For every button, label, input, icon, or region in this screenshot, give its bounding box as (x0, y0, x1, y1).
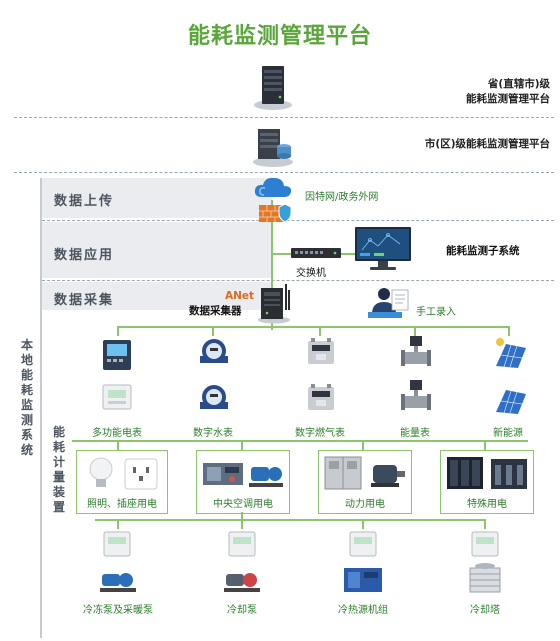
data-center-icon (489, 457, 529, 491)
hvac-branch (362, 519, 364, 529)
din-meter-icon (101, 382, 133, 412)
cloud-icon (252, 173, 294, 201)
meter-drop (117, 326, 119, 336)
zone-upload (42, 178, 272, 218)
energy-meter-icon (401, 378, 431, 416)
meter-drop (319, 326, 321, 336)
meter-drop (508, 326, 510, 336)
province-label-line1: 省(直辖市)级 (487, 78, 550, 90)
category-label: 中央空调用电 (213, 499, 273, 510)
meter-bus (117, 326, 509, 328)
meter-drop (212, 326, 214, 336)
din-meter-icon (102, 530, 132, 558)
category-hvac-box: 中央空调用电 (196, 450, 290, 514)
monitor-icon (354, 226, 412, 272)
server-rack-icon (445, 455, 485, 491)
meter-label: 数字水表 (193, 428, 233, 439)
zone-upload-label: 数据上传 (54, 194, 115, 209)
zone-collection (42, 282, 272, 310)
main-trunk-line (271, 200, 273, 330)
manual-entry-label: 手工录入 (416, 307, 456, 318)
category-label: 动力用电 (345, 499, 385, 510)
manual-entry-icon (366, 286, 412, 320)
zone-collection-label: 数据采集 (54, 293, 115, 308)
monitor-link (341, 253, 355, 255)
cooling-tower-icon (466, 560, 504, 596)
category-bus (72, 440, 528, 442)
hvac-branch (117, 519, 119, 529)
meter-label: 新能源 (493, 428, 523, 439)
hvac-label: 冷却泵 (227, 605, 257, 616)
page-title: 能耗监测管理平台 (187, 24, 372, 49)
province-label-line2: 能耗监测管理平台 (466, 93, 550, 105)
meter-label: 能量表 (400, 428, 430, 439)
motor-icon (367, 457, 407, 491)
category-drop (484, 440, 486, 450)
switch-icon (290, 244, 342, 262)
meter-drop (414, 326, 416, 336)
gas-meter-icon (306, 384, 336, 412)
hvac-bus (95, 519, 485, 521)
chiller-icon (342, 562, 384, 596)
zone-divider (42, 280, 554, 281)
power-meter-icon (101, 338, 133, 372)
din-meter-icon (470, 530, 500, 558)
gas-meter-icon (306, 338, 336, 366)
hvac-branch (241, 519, 243, 529)
city-platform-label: 市(区)级能耗监测管理平台 (424, 138, 550, 150)
meter-label: 数字燃气表 (295, 428, 345, 439)
category-power-box: 动力用电 (318, 450, 412, 514)
level-divider (14, 172, 554, 173)
meter-label: 多功能电表 (92, 428, 142, 439)
collector-icon (257, 282, 293, 324)
subsystem-label: 能耗监测子系统 (446, 245, 520, 257)
anet-brand: ANet (224, 290, 254, 302)
pump-icon (222, 564, 262, 596)
energy-meter-icon (401, 334, 431, 372)
metering-label: 能耗计量装置 (52, 425, 65, 514)
switch-link (273, 253, 291, 255)
category-drop (241, 440, 243, 450)
local-system-label: 本地能耗监测系统 (20, 338, 33, 457)
hvac-branch (484, 519, 486, 529)
category-label: 照明、插座用电 (87, 499, 157, 510)
city-server-icon (250, 123, 296, 167)
power-socket-icon (123, 457, 159, 491)
local-system-bracket (40, 178, 42, 638)
hvac-label: 冷却塔 (470, 605, 500, 616)
din-meter-icon (227, 530, 257, 558)
light-bulb-icon (83, 455, 119, 491)
solar-panel-icon (492, 382, 528, 416)
din-meter-icon (348, 530, 378, 558)
zone-application (42, 222, 272, 278)
category-drop (362, 440, 364, 450)
network-label: 因特网/政务外网 (305, 192, 379, 203)
hvac-label: 冷冻泵及采暖泵 (83, 605, 153, 616)
switch-label: 交换机 (296, 268, 326, 279)
province-server-icon (253, 64, 293, 110)
water-meter-icon (198, 336, 230, 370)
hvac-drop (241, 512, 243, 520)
cabinet-icon (323, 455, 363, 491)
zone-divider (42, 220, 554, 221)
collector-label: 数据采集器 (189, 305, 242, 317)
pump-icon (98, 564, 138, 596)
water-meter-icon (198, 382, 230, 416)
pump-icon (247, 457, 285, 491)
category-label: 特殊用电 (467, 499, 507, 510)
hvac-label: 冷热源机组 (338, 605, 388, 616)
category-lighting-box: 照明、插座用电 (76, 450, 168, 514)
zone-application-label: 数据应用 (54, 248, 115, 263)
firewall-icon (258, 202, 292, 224)
solar-panel-icon (492, 336, 528, 370)
chiller-icon (201, 455, 245, 491)
province-platform-label: 省(直辖市)级 能耗监测管理平台 (380, 77, 550, 107)
level-divider (14, 117, 554, 118)
category-drop (117, 440, 119, 450)
category-special-box: 特殊用电 (440, 450, 534, 514)
